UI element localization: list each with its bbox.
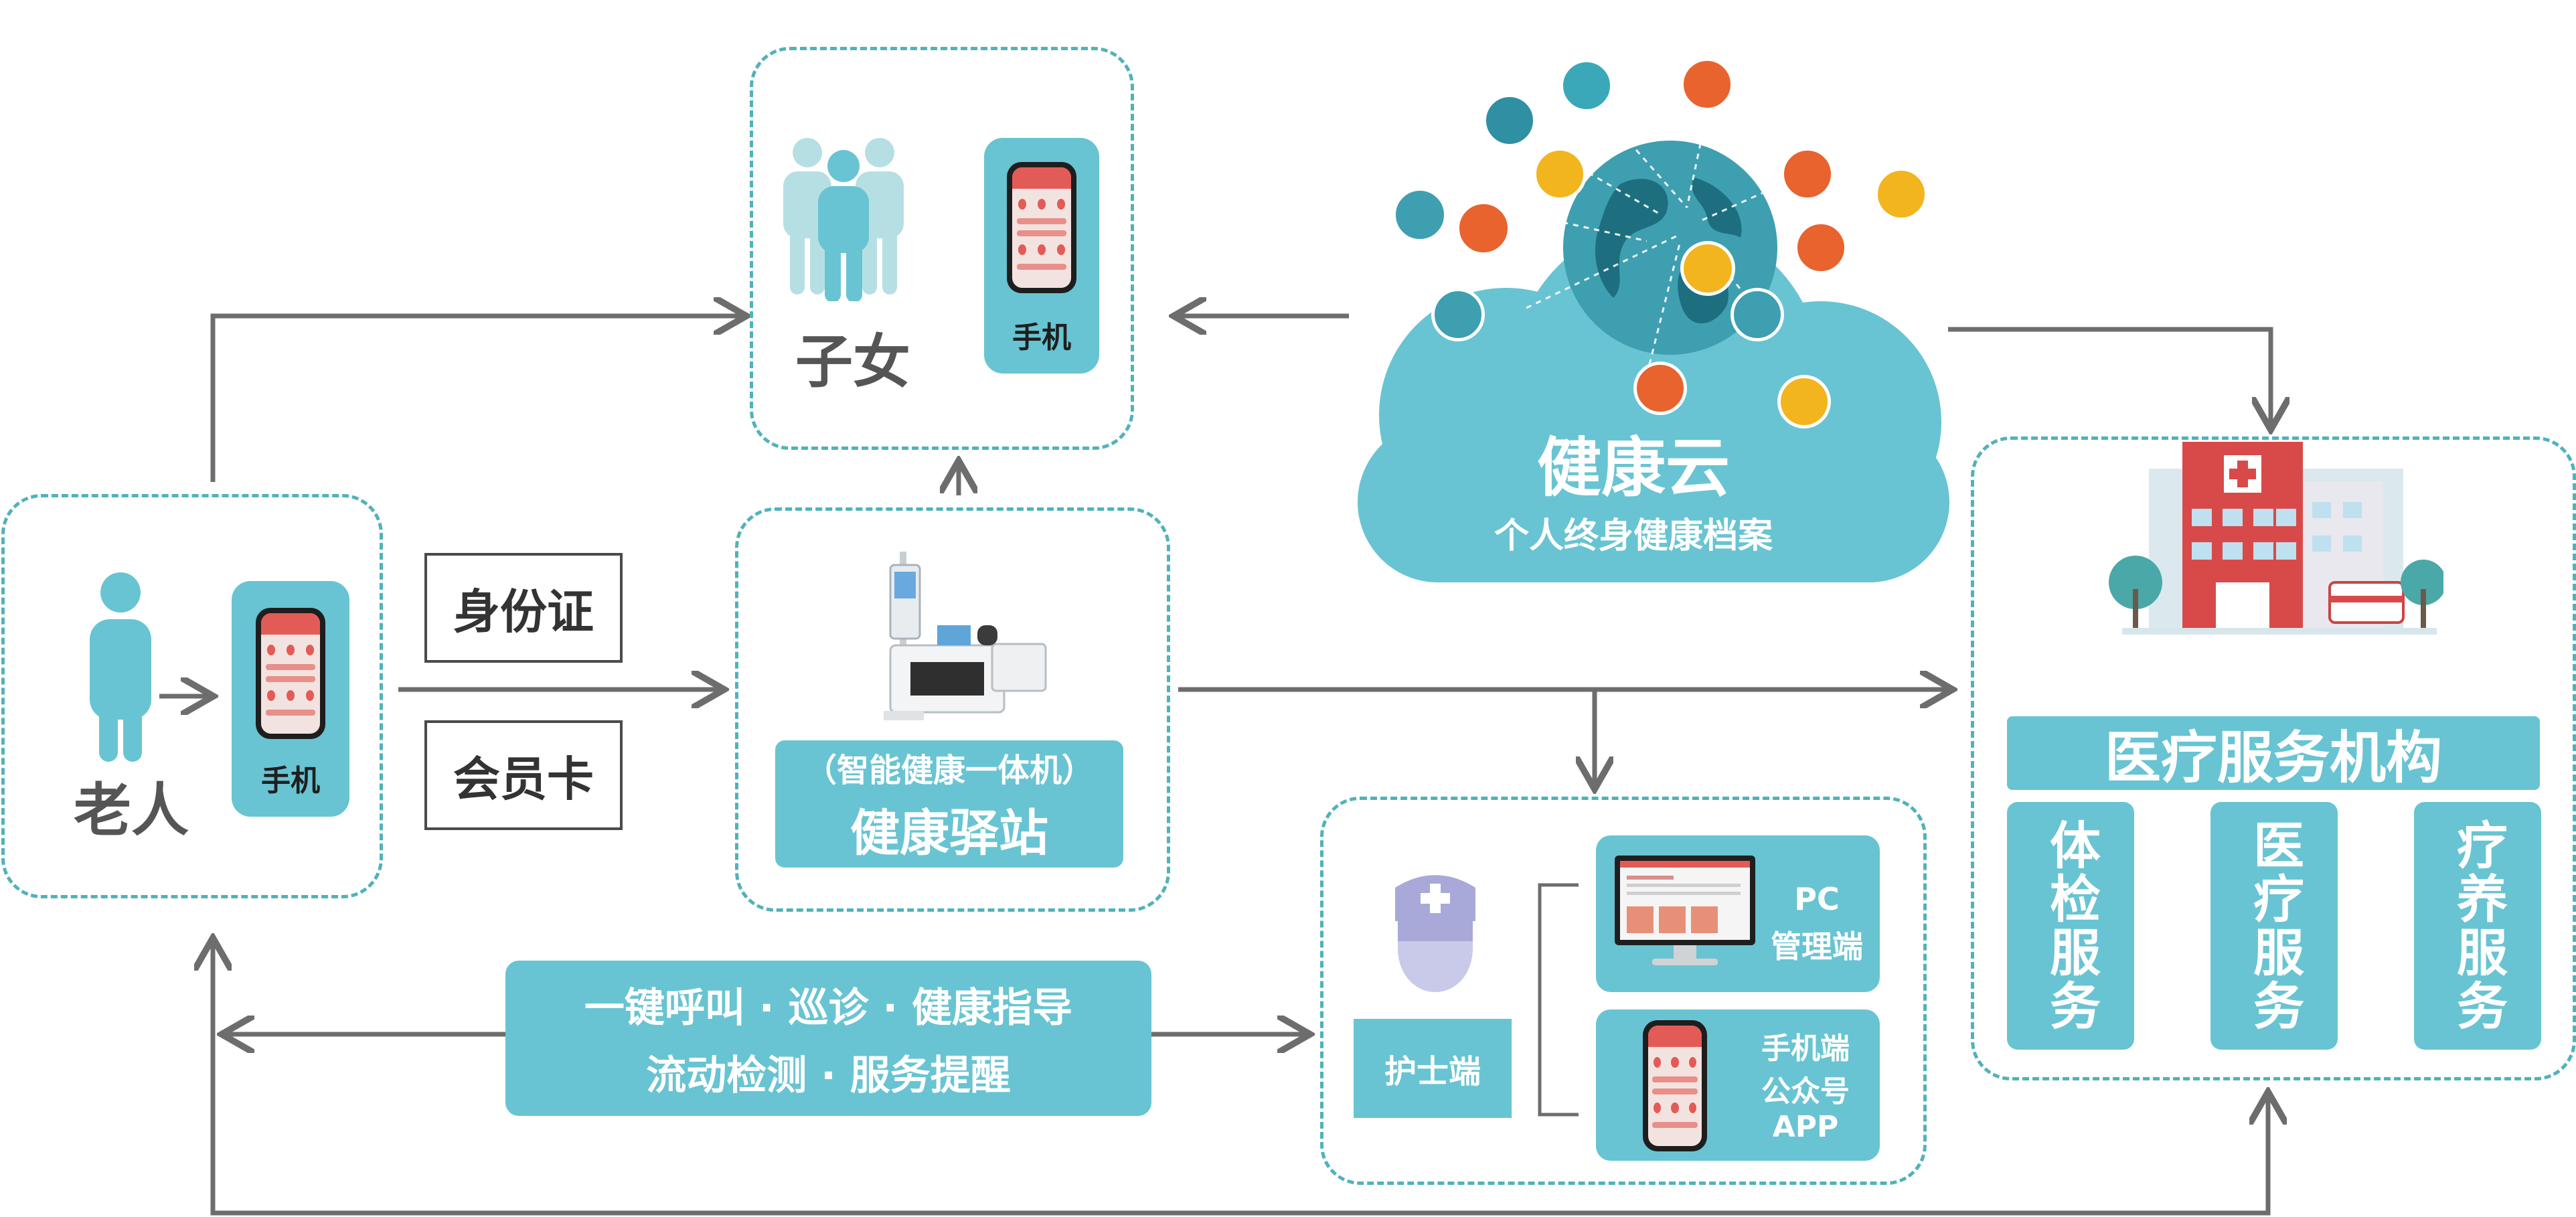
phone-icon — [1643, 1020, 1707, 1151]
mobile-line-2: 公众号 — [1761, 1074, 1850, 1109]
avatar-icon — [1533, 147, 1587, 201]
avatar-icons — [1366, 40, 1968, 455]
children-phone-label: 手机 — [1012, 321, 1071, 355]
arrow-cloud-to-institution — [1948, 327, 2271, 425]
checkup-service-label: 体检服务 — [2041, 819, 2101, 1033]
avatar-icon — [1680, 58, 1734, 111]
avatar-icon — [1633, 361, 1687, 415]
station-subtitle: （智能健康一体机） — [804, 751, 1094, 789]
station-box — [735, 507, 1170, 912]
nurse-bracket — [1538, 883, 1579, 1117]
avatar-icon — [1560, 59, 1613, 112]
avatar-icon — [1781, 147, 1834, 201]
avatar-icon — [1794, 221, 1848, 274]
hospital-icon — [2109, 442, 2443, 635]
cloud-title: 健康云 — [1537, 430, 1730, 505]
phone-icon — [1007, 162, 1076, 293]
nurse-label-card: 护士端 — [1354, 1019, 1512, 1118]
arrow-elder-to-children — [210, 316, 742, 482]
monitor-icon — [1615, 856, 1755, 965]
avatar-icon — [1777, 375, 1831, 428]
recuperation-service-label: 疗养服务 — [2448, 819, 2508, 1033]
health-kiosk-icon — [884, 552, 1047, 720]
avatar-icon — [1392, 187, 1447, 242]
line-bottom-loop — [210, 941, 2271, 1216]
avatar-icon — [1680, 241, 1735, 296]
elder-label: 老人 — [74, 777, 189, 844]
elder-box — [1, 494, 383, 898]
nurse-icon — [1395, 875, 1475, 992]
institution-title-bar: 医疗服务机构 — [2007, 716, 2540, 791]
station-label-card: （智能健康一体机） 健康驿站 — [775, 740, 1123, 868]
avatar-icon — [1483, 94, 1536, 147]
services-line-1: 一键呼叫 · 巡诊 · 健康指导 — [584, 985, 1073, 1032]
avatar-icon — [1730, 288, 1784, 341]
children-box — [750, 47, 1134, 450]
children-phone-card: 手机 — [984, 138, 1099, 374]
id-card-box: 身份证 — [424, 553, 623, 663]
pc-admin-card: PC 管理端 — [1596, 835, 1880, 992]
station-title: 健康驿站 — [850, 804, 1048, 862]
service-column-recuperation: 疗养服务 — [2414, 802, 2541, 1050]
elder-phone-card: 手机 — [232, 581, 349, 817]
cloud-subtitle: 个人终身健康档案 — [1494, 516, 1773, 557]
elder-phone-label: 手机 — [261, 764, 320, 798]
avatar-icon — [1431, 288, 1485, 341]
institution-box — [1971, 436, 2576, 1080]
cloud-label: 健康云 个人终身健康档案 — [1419, 428, 1848, 562]
medical-service-label: 医疗服务 — [2245, 819, 2304, 1033]
family-icon — [783, 138, 904, 301]
member-card-box: 会员卡 — [424, 720, 623, 830]
phone-icon — [256, 608, 325, 739]
service-column-checkup: 体检服务 — [2007, 802, 2134, 1050]
pc-line-2: 管理端 — [1771, 928, 1863, 965]
elder-person-icon — [90, 572, 151, 762]
children-label: 子女 — [795, 329, 910, 396]
services-line-2: 流动检测 · 服务提醒 — [646, 1052, 1011, 1099]
services-banner: 一键呼叫 · 巡诊 · 健康指导 流动检测 · 服务提醒 — [505, 961, 1151, 1116]
avatar-icon — [1874, 167, 1928, 221]
service-column-medical: 医疗服务 — [2210, 802, 2338, 1050]
mobile-line-3: APP — [1772, 1110, 1839, 1144]
globe-icon — [1563, 141, 1777, 355]
pc-line-1: PC — [1794, 881, 1840, 917]
avatar-icon — [1456, 201, 1511, 256]
nurse-box — [1320, 797, 1927, 1185]
mobile-line-1: 手机端 — [1761, 1032, 1850, 1066]
mobile-client-card: 手机端 公众号 APP — [1596, 1009, 1880, 1161]
